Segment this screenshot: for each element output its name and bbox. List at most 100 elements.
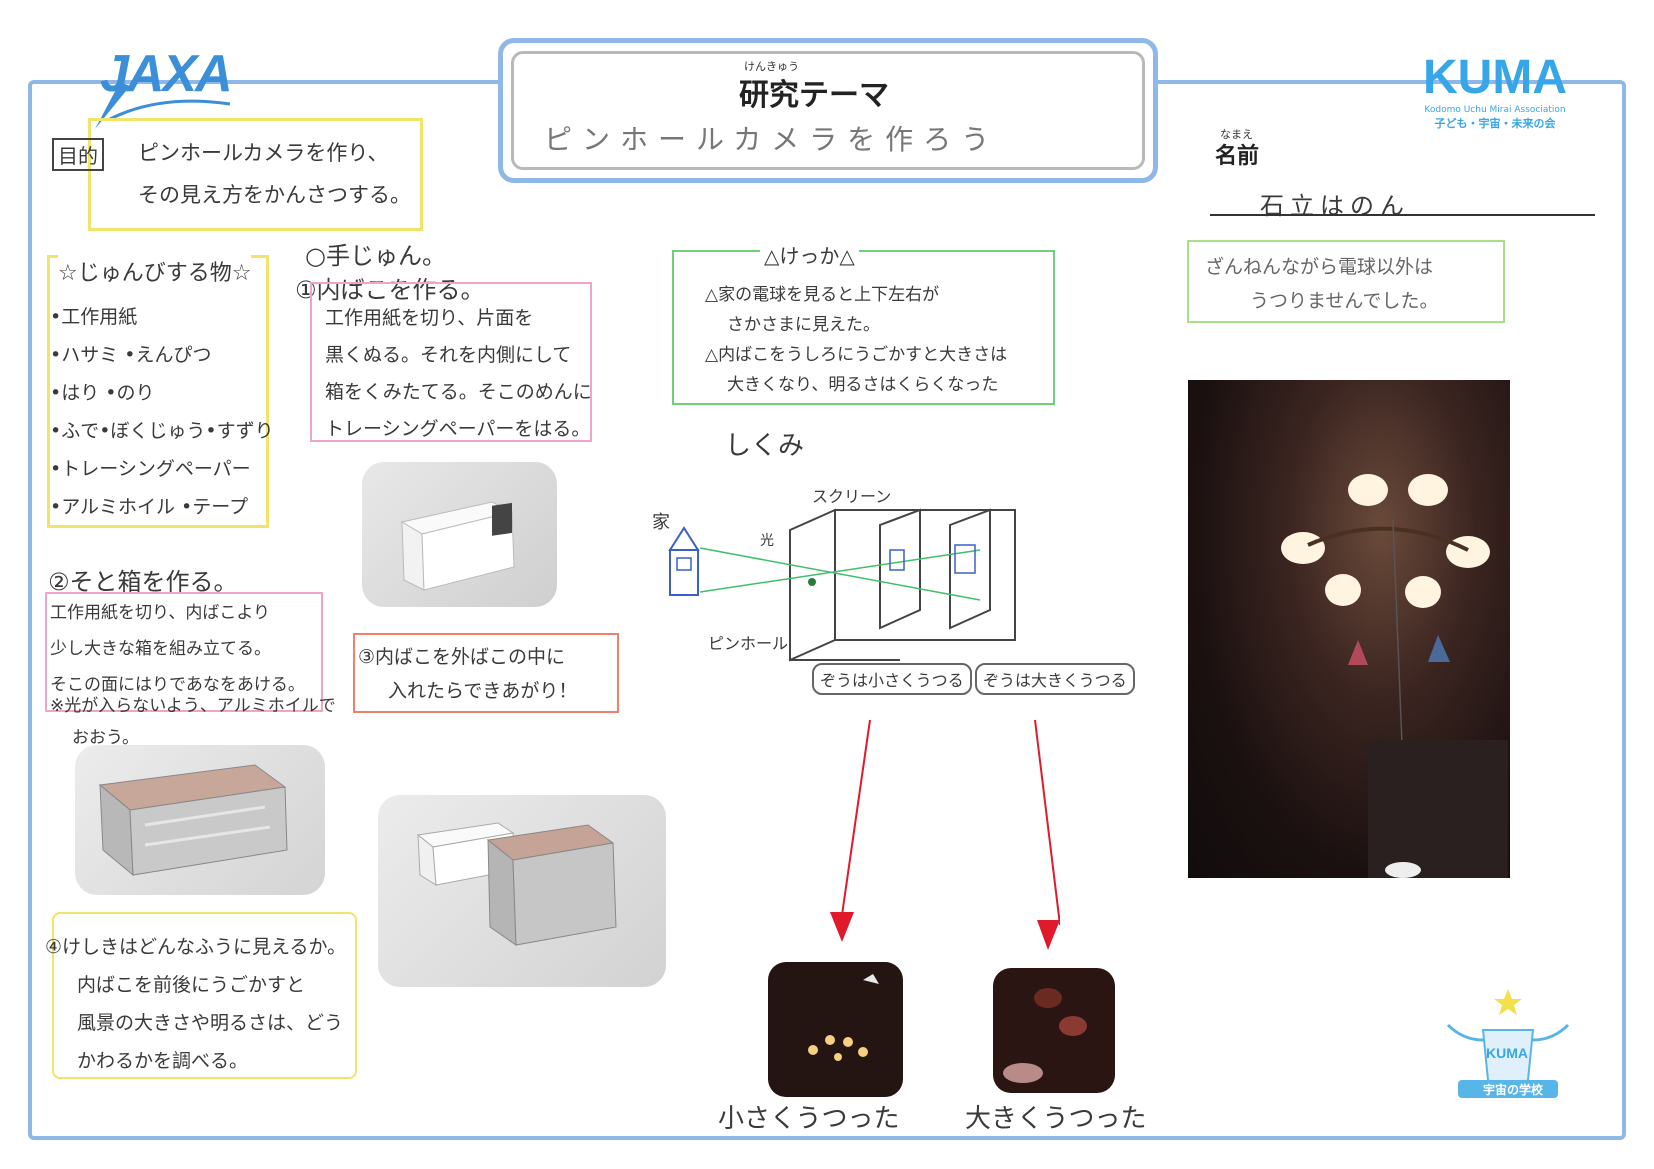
pinhole-diagram — [668, 508, 1016, 662]
photo-inner-box — [362, 462, 557, 607]
jaxa-logo: JAXA — [95, 44, 233, 129]
kuma-badge-logo: KUMA — [1486, 1045, 1528, 1061]
outer-box-front — [834, 509, 1016, 641]
result-line: さかさまに見えた。 — [727, 315, 880, 335]
step1-text: 工作用紙を切り、片面を 黒くぬる。それを内側にして 箱をくみたてる。そこのめんに… — [325, 300, 592, 448]
step2-box — [45, 592, 323, 712]
step1-line: 箱をくみたてる。そこのめんに — [325, 381, 592, 403]
remark-line: ざんねんながら電球以外は — [1205, 256, 1434, 278]
photo-chandelier — [1188, 380, 1510, 880]
step2-note-line: おおう。 — [72, 728, 139, 748]
remark-text: ざんねんながら電球以外は うつりませんでした。 — [1205, 250, 1438, 318]
photo-small-projection — [768, 962, 903, 1097]
step2-line: そこの面にはりであなをあける。 — [50, 675, 305, 695]
label-light: 光 — [760, 533, 774, 549]
photo-foil-box — [75, 745, 325, 895]
assembled-camera-illustration — [416, 822, 617, 946]
theme-inner: けんきゅう 研究テーマ ピンホールカメラを作ろう — [511, 51, 1145, 170]
result-title: △けっか△ — [760, 240, 859, 269]
photo-large-projection — [993, 968, 1115, 1093]
inner-box-illustration — [400, 501, 515, 591]
house-icon — [668, 526, 700, 596]
large-projection-illustration — [1003, 988, 1087, 1083]
theme-text: ピンホールカメラを作ろう — [544, 123, 1000, 156]
result-line: △内ばこをうしろにうごかすと大きさは — [705, 345, 1008, 365]
materials-item: •はり •のり — [50, 382, 155, 404]
materials-item: •トレーシングペーパー — [50, 458, 251, 480]
step3-line: 入れたらできあがり！ — [388, 680, 578, 702]
name-ruby: なまえ — [1220, 128, 1253, 141]
step4-line: かわるかを調べる。 — [77, 1050, 249, 1072]
purpose-line: その見え方をかんさつする。 — [138, 183, 411, 207]
kuma-badge-emblem-icon — [1446, 989, 1570, 1098]
screen-far — [949, 508, 991, 630]
jaxa-swoosh-icon — [95, 82, 231, 129]
name-label: 名前 — [1215, 144, 1260, 169]
kuma-badge: KUMA 宇宙の学校 — [1428, 985, 1588, 1110]
step3-text: ③内ばこを外ばこの中に 入れたらできあがり！ — [358, 640, 577, 708]
materials-item: •アルミホイル •テープ — [50, 496, 249, 518]
step4-line: ④けしきはどんなふうに見えるか。 — [45, 936, 347, 958]
theme-label: 研究テーマ — [739, 78, 889, 113]
materials-item: •ふで•ぼくじゅう•すずり — [50, 420, 274, 442]
outer-box-side — [789, 508, 836, 662]
materials-item: •ハサミ •えんぴつ — [50, 344, 212, 366]
materials-list: •工作用紙 •ハサミ •えんぴつ •はり •のり •ふで•ぼくじゅう•すずり •… — [50, 298, 274, 526]
step1-line: 黒くぬる。それを内側にして — [325, 344, 572, 366]
remark-line: うつりませんでした。 — [1250, 290, 1439, 312]
label-house: 家 — [652, 512, 670, 533]
step2-note: ※光が入らないよう、アルミホイルで おおう。 — [50, 690, 336, 754]
step4-box — [52, 912, 357, 1079]
arrow-down-icon — [830, 912, 854, 942]
kuma-logo-sub: Kodomo Uchu Mirai Association — [1424, 105, 1566, 115]
chandelier-illustration — [1281, 474, 1508, 880]
step1-title: ①内ばこを作る。 — [295, 276, 485, 304]
step4-text: ④けしきはどんなふうに見えるか。 内ばこを前後にうごかすと 風景の大きさや明るさ… — [45, 928, 346, 1080]
result-box — [672, 250, 1055, 405]
small-projection-illustration — [808, 974, 879, 1061]
step3-box — [353, 633, 619, 713]
step1-box — [310, 282, 592, 442]
arrow-down-icon — [1037, 920, 1060, 950]
photo-assembled-camera — [378, 795, 666, 987]
step2-title: ②そと箱を作る。 — [48, 568, 238, 596]
screen-near — [879, 508, 921, 630]
step4-line: 風景の大きさや明るさは、どう — [77, 1012, 344, 1034]
kuma-logo-text: KUMA — [1423, 51, 1567, 104]
kuma-badge-caption: 宇宙の学校 — [1483, 1083, 1544, 1097]
purpose-text: ピンホールカメラを作り、 その見え方をかんさつする。 — [138, 132, 411, 216]
theme-ruby: けんきゅう — [744, 60, 799, 73]
result-line: 大きくなり、明るさはくらくなった — [727, 375, 999, 395]
caption-large: 大きくうつった — [965, 1104, 1147, 1134]
label-large-image: ぞうは大きくうつる — [975, 663, 1135, 695]
purpose-box — [88, 118, 423, 231]
step1-line: 工作用紙を切り、片面を — [325, 307, 534, 329]
step4-line: 内ばこを前後にうごかすと — [77, 974, 306, 996]
name-underline — [1210, 214, 1595, 216]
purpose-line: ピンホールカメラを作り、 — [138, 141, 389, 165]
step2-note-line: ※光が入らないよう、アルミホイルで — [50, 696, 336, 716]
materials-item: •工作用紙 — [50, 306, 138, 328]
result-line: △家の電球を見ると上下左右が — [705, 285, 940, 305]
mechanism-title: しくみ — [725, 431, 805, 461]
procedure-title: ○手じゅん。 — [305, 242, 446, 270]
kuma-logo: KUMA Kodomo Uchu Mirai Association 子ども・宇… — [1410, 50, 1580, 131]
caption-small: 小さくうつった — [718, 1104, 900, 1134]
label-screen: スクリーン — [812, 487, 892, 506]
step3-line: ③内ばこを外ばこの中に — [358, 646, 566, 668]
result-text: △家の電球を見ると上下左右が さかさまに見えた。 △内ばこをうしろにうごかすと大… — [705, 280, 1007, 400]
step2-text: 工作用紙を切り、内ばこより 少し大きな箱を組み立てる。 そこの面にはりであなをあ… — [50, 595, 305, 703]
foil-box-illustration — [98, 764, 288, 877]
step2-line: 工作用紙を切り、内ばこより — [50, 603, 270, 623]
pinhole-dot — [808, 578, 816, 586]
purpose-label: 目的 — [52, 138, 104, 171]
label-small-image: ぞうは小さくうつる — [812, 663, 972, 695]
label-pinhole: ピンホール — [708, 634, 789, 653]
remark-box — [1187, 240, 1505, 323]
kuma-logo-jp: 子ども・宇宙・未来の会 — [1434, 117, 1556, 130]
result-arrows — [830, 720, 1060, 950]
step1-line: トレーシングペーパーをはる。 — [325, 418, 591, 440]
step2-line: 少し大きな箱を組み立てる。 — [50, 639, 271, 659]
materials-title: ☆じゅんびする物☆ — [58, 255, 252, 287]
theme-box: けんきゅう 研究テーマ ピンホールカメラを作ろう — [498, 38, 1158, 183]
